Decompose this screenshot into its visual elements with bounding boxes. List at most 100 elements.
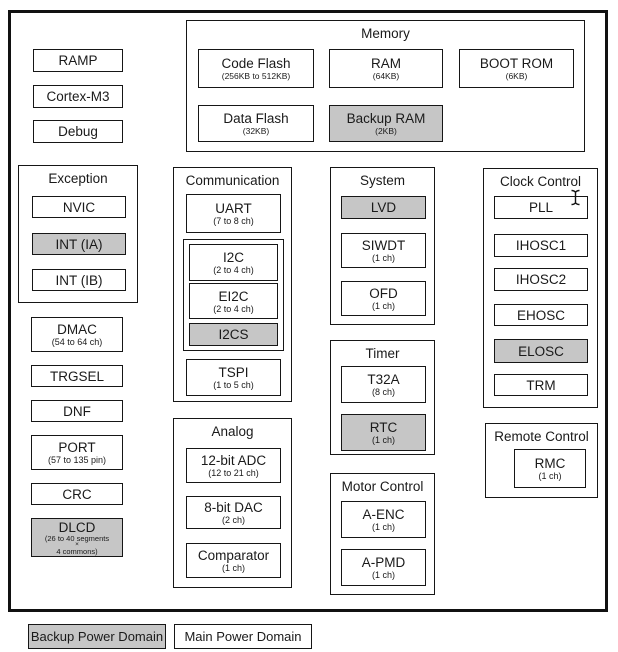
block-sub-label: (256KB to 512KB) bbox=[221, 71, 291, 81]
block-pll: PLL bbox=[494, 196, 588, 219]
group-exception: Exception NVIC INT (IA) INT (IB) bbox=[18, 165, 138, 303]
block-ramp: RAMP bbox=[33, 49, 123, 72]
block-sub-label: (57 to 135 pin) bbox=[47, 455, 107, 465]
block-sub-label: (1 ch) bbox=[538, 471, 562, 481]
block-label: SIWDT bbox=[361, 238, 406, 253]
block-sub-label: (1 ch) bbox=[371, 570, 395, 580]
block-label: A-PMD bbox=[361, 555, 406, 570]
group-memory: Memory Code Flash (256KB to 512KB) RAM (… bbox=[186, 20, 585, 152]
block-nvic: NVIC bbox=[32, 196, 126, 218]
block-label: A-ENC bbox=[362, 507, 405, 522]
block-int-ib: INT (IB) bbox=[32, 269, 126, 291]
block-dac: 8-bit DAC (2 ch) bbox=[186, 496, 281, 529]
block-ofd: OFD (1 ch) bbox=[341, 281, 426, 316]
block-dnf: DNF bbox=[31, 400, 123, 422]
block-sub-label: (2 to 4 ch) bbox=[213, 265, 254, 275]
block-int-ia: INT (IA) bbox=[32, 233, 126, 255]
block-trgsel: TRGSEL bbox=[31, 365, 123, 387]
block-a-enc: A-ENC (1 ch) bbox=[341, 501, 426, 538]
block-lvd: LVD bbox=[341, 196, 426, 219]
block-ei2c: EI2C (2 to 4 ch) bbox=[189, 283, 278, 319]
block-rtc: RTC (1 ch) bbox=[341, 414, 426, 451]
group-system-title: System bbox=[359, 173, 405, 188]
block-sub-label: (2 to 4 ch) bbox=[213, 303, 254, 314]
block-label: RMC bbox=[534, 456, 566, 471]
block-sub-label: (7 to 8 ch) bbox=[213, 216, 254, 226]
block-tspi: TSPI (1 to 5 ch) bbox=[186, 359, 281, 396]
group-motor-control-title: Motor Control bbox=[341, 479, 424, 494]
block-sub-label: 4 commons) bbox=[56, 546, 98, 556]
block-sub-label: (1 ch) bbox=[371, 435, 395, 445]
group-analog-title: Analog bbox=[211, 424, 254, 439]
group-remote-control: Remote Control RMC (1 ch) bbox=[485, 423, 598, 498]
block-sub-label: (1 ch) bbox=[371, 253, 395, 263]
block-adc: 12-bit ADC (12 to 21 ch) bbox=[186, 448, 281, 483]
group-clock-control: Clock Control PLL IHOSC1 IHOSC2 EHOSC EL… bbox=[483, 168, 598, 408]
group-timer: Timer T32A (8 ch) RTC (1 ch) bbox=[330, 340, 435, 455]
block-label: EI2C bbox=[218, 288, 249, 304]
block-label: Comparator bbox=[197, 548, 270, 563]
block-sub-label: (8 ch) bbox=[371, 387, 395, 397]
block-sub-label: (6KB) bbox=[505, 71, 528, 81]
block-sub-label: (1 ch) bbox=[371, 301, 395, 311]
block-sub-label: (2 ch) bbox=[221, 515, 245, 525]
block-label: PORT bbox=[58, 440, 96, 455]
group-communication: Communication UART (7 to 8 ch) I2C (2 to… bbox=[173, 167, 292, 402]
block-uart: UART (7 to 8 ch) bbox=[186, 194, 281, 233]
group-clock-control-title: Clock Control bbox=[499, 174, 582, 189]
block-code-flash: Code Flash (256KB to 512KB) bbox=[198, 49, 314, 88]
block-label: I2C bbox=[222, 250, 244, 265]
block-backup-ram: Backup RAM (2KB) bbox=[329, 105, 443, 142]
block-sub-label: (2KB) bbox=[375, 126, 397, 136]
group-communication-title: Communication bbox=[185, 173, 280, 188]
block-label: DLCD bbox=[58, 519, 96, 535]
block-label: Data Flash bbox=[223, 111, 289, 126]
block-comparator: Comparator (1 ch) bbox=[186, 543, 281, 578]
block-label: DMAC bbox=[57, 322, 97, 337]
block-sub-label: (1 to 5 ch) bbox=[213, 380, 254, 390]
block-label: OFD bbox=[369, 286, 398, 301]
legend-main-power-domain: Main Power Domain bbox=[174, 624, 312, 649]
block-label: 12-bit ADC bbox=[200, 453, 267, 468]
block-sub-label: (12 to 21 ch) bbox=[208, 468, 259, 478]
block-boot-rom: BOOT ROM (6KB) bbox=[459, 49, 574, 88]
block-cortex-m3: Cortex-M3 bbox=[33, 85, 123, 108]
block-siwdt: SIWDT (1 ch) bbox=[341, 233, 426, 268]
group-exception-title: Exception bbox=[48, 171, 108, 186]
block-ihosc2: IHOSC2 bbox=[494, 268, 588, 291]
block-i2cs: I2CS bbox=[189, 323, 278, 346]
group-motor-control: Motor Control A-ENC (1 ch) A-PMD (1 ch) bbox=[330, 473, 435, 595]
block-dlcd: DLCD (26 to 40 segments × 4 commons) bbox=[31, 518, 123, 557]
group-system: System LVD SIWDT (1 ch) OFD (1 ch) bbox=[330, 167, 435, 325]
diagram-outer-border bbox=[8, 10, 608, 612]
group-timer-title: Timer bbox=[365, 346, 400, 361]
block-label: Code Flash bbox=[221, 56, 291, 71]
block-sub-label: (64KB) bbox=[372, 71, 400, 81]
block-sub-label: (54 to 64 ch) bbox=[51, 337, 103, 347]
block-sub-label: (32KB) bbox=[242, 126, 270, 136]
block-port: PORT (57 to 135 pin) bbox=[31, 435, 123, 470]
block-ihosc1: IHOSC1 bbox=[494, 234, 588, 257]
block-rmc: RMC (1 ch) bbox=[514, 449, 586, 488]
group-analog: Analog 12-bit ADC (12 to 21 ch) 8-bit DA… bbox=[173, 418, 292, 588]
block-elosc: ELOSC bbox=[494, 339, 588, 363]
block-ram: RAM (64KB) bbox=[329, 49, 443, 88]
block-debug: Debug bbox=[33, 120, 123, 143]
block-dmac: DMAC (54 to 64 ch) bbox=[31, 317, 123, 352]
group-memory-title: Memory bbox=[361, 26, 410, 41]
block-sub-label: × bbox=[75, 540, 79, 548]
block-label: RTC bbox=[369, 420, 398, 435]
block-label: T32A bbox=[367, 372, 400, 387]
block-label: Backup RAM bbox=[346, 111, 426, 126]
legend-backup-power-domain: Backup Power Domain bbox=[28, 624, 166, 649]
block-sub-label: (1 ch) bbox=[221, 563, 245, 573]
text-cursor-icon bbox=[570, 189, 581, 206]
block-t32a: T32A (8 ch) bbox=[341, 366, 426, 403]
block-label: RAM bbox=[371, 56, 401, 71]
block-label: BOOT ROM bbox=[479, 56, 554, 71]
block-label: 8-bit DAC bbox=[204, 500, 263, 515]
block-ehosc: EHOSC bbox=[494, 304, 588, 326]
block-sub-label: (26 to 40 segments bbox=[44, 533, 110, 543]
block-label: UART bbox=[215, 201, 252, 216]
